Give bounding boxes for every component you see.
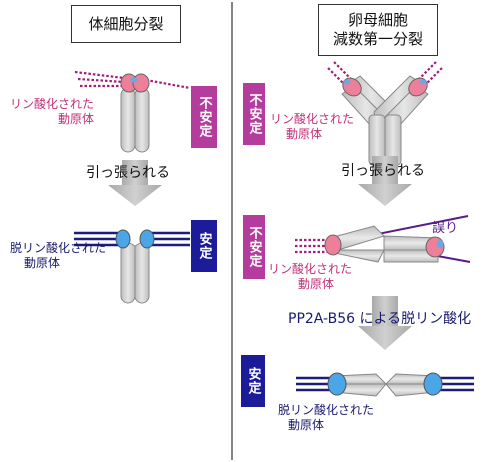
left-title-text: 体細胞分裂 xyxy=(88,14,164,33)
step-pp2a: PP2A-B56 による脱リン酸化 xyxy=(288,311,472,327)
right-title: 卵母細胞 減数第一分裂 xyxy=(318,4,438,56)
label-left-dephos: 脱リン酸化された 動原体 xyxy=(10,241,107,270)
right-title-line1: 卵母細胞 xyxy=(347,11,408,30)
badge-right-unstable-mid: 不安定 xyxy=(243,215,265,279)
label-left-phos: リン酸化された 動原体 xyxy=(10,97,95,126)
right-unstable-bivalent xyxy=(327,61,443,166)
right-stable-bivalent xyxy=(296,372,474,397)
right-error-bivalent xyxy=(295,215,471,263)
left-arrow-1 xyxy=(108,160,162,206)
label-right-phos-mid: リン酸化された 動原体 xyxy=(268,262,353,291)
badge-left-unstable: 不安定 xyxy=(191,86,217,148)
badge-right-stable: 安定 xyxy=(241,355,265,407)
step-pulled-right: 引っ張られる xyxy=(341,163,425,179)
right-arrow-2 xyxy=(358,296,412,350)
badge-left-stable: 安定 xyxy=(191,220,217,272)
label-right-phos-top: リン酸化された 動原体 xyxy=(270,112,355,141)
step-pulled-left: 引っ張られる xyxy=(86,165,170,181)
label-error: 誤り xyxy=(432,221,459,236)
right-title-line2: 減数第一分裂 xyxy=(332,30,423,48)
label-right-dephos: 脱リン酸化された 動原体 xyxy=(278,403,375,432)
left-title: 体細胞分裂 xyxy=(71,5,181,43)
left-stable-chromosome xyxy=(74,229,190,304)
left-unstable-chromosome xyxy=(74,70,191,153)
right-arrow-1 xyxy=(358,156,412,206)
badge-right-unstable-top: 不安定 xyxy=(243,83,265,145)
